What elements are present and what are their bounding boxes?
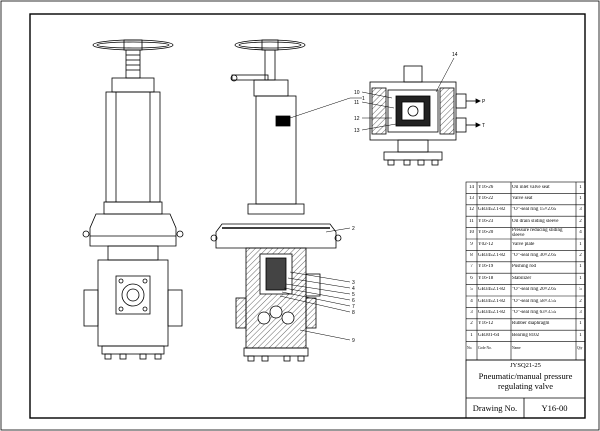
drawing-no-value: Y16-00: [541, 403, 568, 413]
parts-row-no: 4: [470, 298, 473, 304]
parts-row-name: Rubber diaphragm: [512, 321, 550, 327]
drawing-code: JYSQ21-25: [510, 362, 541, 369]
parts-row-qty: 1: [579, 264, 582, 270]
front-view: [82, 39, 184, 360]
parts-row-name: "O"-seal ring 30×2.65: [512, 252, 557, 258]
parts-row-no: 13: [469, 195, 474, 201]
parts-row-code: Y16-22: [478, 195, 494, 201]
parts-row-no: 1: [470, 332, 473, 338]
parts-row-qty: 1: [579, 195, 582, 201]
svg-text:14: 14: [452, 52, 458, 58]
drawing-no-label: Drawing No.: [472, 403, 518, 413]
parts-row-no: 3: [470, 309, 473, 315]
parts-row-no: 11: [469, 218, 474, 224]
svg-text:9: 9: [352, 338, 355, 344]
parts-row-name: "O"-seal ring 63×3.55: [512, 309, 557, 315]
parts-row-no: 5: [470, 287, 473, 293]
parts-row-no: 7: [470, 264, 473, 270]
parts-row-code: GB3452.1-82: [478, 309, 506, 315]
parts-header-no: No.: [467, 345, 473, 350]
svg-text:7: 7: [352, 304, 355, 310]
parts-row-code: GB3452.1-82: [478, 207, 506, 213]
detail-view: [369, 65, 481, 166]
parts-row-qty: 4: [579, 230, 582, 236]
parts-row-qty: 3: [579, 309, 582, 315]
parts-row-name: Bearing 8102: [512, 332, 540, 338]
section-view: [210, 39, 342, 362]
parts-row-code: GB3452.1-82: [478, 298, 506, 304]
parts-row-code: Y16-19: [478, 264, 494, 270]
parts-row-qty: 1: [579, 321, 582, 327]
svg-text:5: 5: [352, 292, 355, 298]
parts-row-no: 10: [469, 230, 474, 236]
svg-text:12: 12: [354, 116, 360, 122]
svg-text:10: 10: [354, 90, 360, 96]
svg-text:11: 11: [354, 100, 359, 106]
parts-row-no: 9: [470, 241, 473, 247]
parts-row-name: "O"-seal ring 20×2.65: [512, 287, 557, 293]
parts-row-name: "O"-seal ring 58×3.55: [512, 298, 557, 304]
parts-row-no: 12: [469, 207, 474, 213]
section-callouts: 1 2 3 4 5 6 7 8 9: [352, 96, 365, 344]
detail-leaders: [361, 57, 455, 131]
parts-row-no: 6: [470, 275, 473, 281]
parts-row-name: Stabilizer: [512, 275, 532, 281]
parts-row-qty: 3: [579, 207, 582, 213]
parts-row-qty: 2: [579, 218, 582, 224]
parts-row-no: 8: [470, 252, 473, 258]
parts-row-code: GB3452.1-82: [478, 252, 506, 258]
parts-row-name: "O"-seal ring 15×2.65: [512, 207, 557, 213]
parts-header-qty: Qty: [577, 345, 583, 350]
parts-row-code: GB3452.1-82: [478, 287, 506, 293]
parts-row-code: Y16-18: [478, 275, 494, 281]
title-block-grid: [465, 359, 586, 419]
port-p-label: P: [482, 99, 486, 105]
parts-row-code: GB301-64: [478, 332, 500, 338]
detail-callouts: 10 11 12 13 14 P T: [354, 52, 486, 134]
parts-row-no: 2: [470, 321, 473, 327]
port-t-label: T: [482, 123, 485, 129]
parts-row-code: Y16-26: [478, 184, 494, 190]
parts-row-qty: 2: [579, 252, 582, 258]
parts-row-name: Oil drain sliding sleeve: [512, 218, 559, 224]
svg-text:2: 2: [352, 226, 355, 232]
parts-row-qty: 1: [579, 332, 582, 338]
section-leaders: [279, 97, 362, 341]
parts-row-name: Valve seat: [512, 195, 533, 201]
parts-header-code: Code No.: [478, 345, 492, 350]
svg-text:3: 3: [352, 280, 355, 286]
parts-row-code: Y16-23: [478, 218, 494, 224]
svg-text:4: 4: [352, 286, 355, 292]
parts-row-name: Oil inlet valve seat: [512, 184, 550, 190]
parts-header-name: Name: [512, 345, 521, 350]
svg-text:1: 1: [362, 96, 365, 102]
parts-row-code: Y16-12: [478, 321, 494, 327]
parts-row-qty: 1: [579, 184, 582, 190]
parts-row-name: Valve plate: [512, 241, 535, 247]
svg-text:6: 6: [352, 298, 355, 304]
parts-row-code: Y16-20: [478, 230, 494, 236]
parts-row-qty: 1: [579, 275, 582, 281]
parts-row-code: Y02-12: [478, 241, 494, 247]
drawing-title: Pneumatic/manual pressure regulating val…: [478, 371, 573, 391]
svg-text:13: 13: [354, 128, 360, 134]
parts-row-qty: 5: [579, 287, 582, 293]
svg-text:8: 8: [352, 310, 355, 316]
parts-row-no: 14: [469, 184, 474, 190]
parts-row-name: Pushing rod: [512, 264, 537, 270]
parts-list-grid: [465, 181, 586, 361]
parts-row-name: Pressure reducing sliding sleeve: [512, 228, 563, 238]
parts-row-qty: 1: [579, 241, 582, 247]
parts-row-qty: 2: [579, 298, 582, 304]
